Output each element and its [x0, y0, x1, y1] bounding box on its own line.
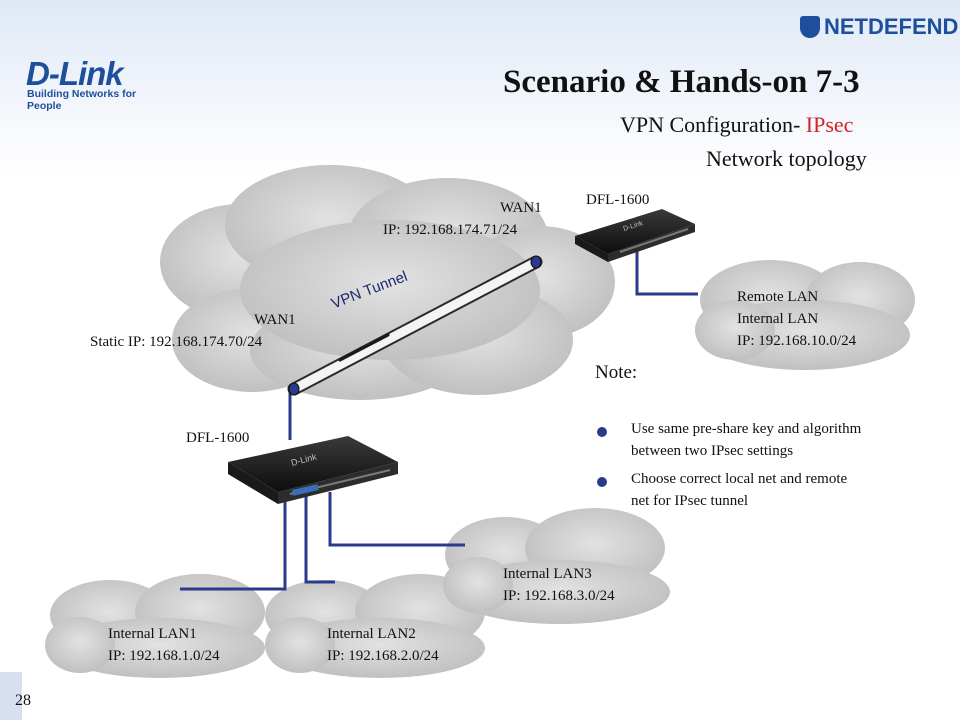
lan1-ip: IP: 192.168.1.0/24: [108, 648, 220, 664]
lan2-title: Internal LAN2: [327, 626, 416, 642]
remote-lan-link: [635, 246, 698, 296]
dlink-logo: D-Link Building Networks for People: [26, 55, 166, 112]
footer-bar: [0, 672, 22, 720]
subtitle: VPN Configuration- IPsec: [620, 112, 853, 138]
lan1-link: [180, 492, 287, 591]
vpn-tunnel: [287, 255, 543, 396]
note-item-1-line2: between two IPsec settings: [631, 443, 794, 459]
lan3-cloud: [443, 508, 670, 624]
local-device-label: DFL-1600: [186, 430, 250, 446]
note-item-1-line1: Use same pre-share key and algorithm: [631, 421, 862, 437]
netdefend-text: NETDEFEND: [824, 14, 959, 39]
note-heading: Note:: [595, 362, 638, 383]
bullet-icon: [597, 477, 607, 487]
remote-wan-ip: IP: 192.168.174.71/24: [383, 222, 518, 238]
note-item-2-line1: Choose correct local net and remote: [631, 471, 848, 487]
note-item-2-line2: net for IPsec tunnel: [631, 493, 749, 509]
remote-lan-cloud: [695, 260, 915, 370]
lan3-link: [328, 492, 465, 547]
remote-lan-title: Remote LAN: [737, 289, 819, 305]
lan1-cloud: [45, 574, 265, 678]
shield-icon: [800, 16, 820, 38]
page-number: 28: [15, 692, 31, 709]
local-firewall-device: D-Link: [228, 436, 398, 504]
subtitle-line2: Network topology: [706, 146, 867, 171]
remote-firewall-device: D-Link: [575, 209, 695, 262]
subtitle-accent: IPsec: [805, 112, 854, 137]
local-wan-ip: Static IP: 192.168.174.70/24: [90, 334, 263, 350]
logo-tagline: Building Networks for People: [27, 88, 137, 112]
lan2-cloud: [265, 574, 485, 678]
lan3-ip: IP: 192.168.3.0/24: [503, 588, 615, 604]
remote-wan-label: WAN1: [500, 200, 542, 216]
slide-title: Scenario & Hands-on 7-3: [503, 64, 860, 100]
network-links: [180, 246, 698, 591]
lan2-ip: IP: 192.168.2.0/24: [327, 648, 439, 664]
remote-lan-subtitle: Internal LAN: [737, 311, 819, 327]
bullet-icon: [597, 427, 607, 437]
local-wan-label: WAN1: [254, 312, 296, 328]
subtitle-prefix: VPN Configuration-: [620, 112, 806, 137]
lan2-link: [304, 492, 335, 584]
remote-lan-ip: IP: 192.168.10.0/24: [737, 333, 857, 349]
lan3-title: Internal LAN3: [503, 566, 592, 582]
remote-device-label: DFL-1600: [586, 192, 650, 208]
logo-text: D-Link: [26, 55, 124, 92]
lan1-title: Internal LAN1: [108, 626, 197, 642]
